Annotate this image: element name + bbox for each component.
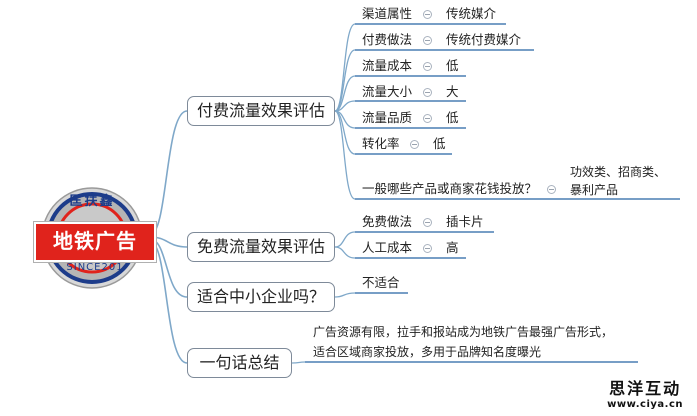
separator-dot [423,114,432,123]
leaf-paid-method-key: 付费做法 [362,32,413,47]
separator-dot [423,218,432,227]
connector-leaf-1-7 [334,110,356,200]
connector-leaf-1-6 [334,110,356,155]
leaf-labor-cost-value: 高 [446,240,459,255]
leaf-advertisers-value-line1: 功效类、招商类、 [570,165,667,179]
logo-top-text: 匡扶鑫 [69,194,115,209]
connector-leaf-4-1 [291,361,306,364]
leaf-conversion-key: 转化率 [362,136,400,151]
leaf-traffic-volume-key: 流量大小 [362,84,413,99]
connector-leaf-2-2 [334,246,356,259]
leaf-traffic-quality-key: 流量品质 [362,110,413,125]
watermark-url: www.ciya.cn [607,399,683,410]
connector-leaf-1-1 [334,23,356,112]
leaf-advertisers-value-line2: 暴利产品 [570,183,619,197]
leaf-paid-method-value: 传统付费媒介 [446,32,522,47]
central-topic[interactable]: 地铁广告 [34,222,156,262]
leaf-not-suitable: 不适合 [362,275,400,290]
branch-free-traffic[interactable]: 免费流量效果评估 [187,232,335,262]
summary-line-2: 适合区域商家投放，多用于品牌知名度曝光 [313,345,542,359]
separator-dot [423,62,432,71]
leaf-traffic-quality-value: 低 [446,110,459,125]
leaf-underlines [305,23,680,363]
leaf-conversion-value: 低 [433,136,446,151]
leaf-free-method-key: 免费做法 [362,214,413,229]
leaf-traffic-cost-value: 低 [446,58,459,73]
summary-line-1: 广告资源有限，拉手和报站成为地铁广告最强广告形式， [313,325,614,339]
leaf-labor-cost-key: 人工成本 [362,240,413,255]
connector-leaf-3-1 [334,292,356,298]
branch-paid-traffic[interactable]: 付费流量效果评估 [187,96,335,126]
connector-leaf-1-3 [334,75,356,112]
logo-bottom-text: SINCE201 [66,262,124,273]
connector-branch-1 [149,110,188,236]
separator-dot [410,140,419,149]
watermark-name: 思洋互动 [609,379,682,398]
leaf-advertisers-key: 一般哪些产品或商家花钱投放？ [362,181,538,196]
leaf-traffic-volume-value: 大 [446,84,459,99]
leaf-channel-attribute-value: 传统媒介 [446,6,497,21]
separator-dot [423,10,432,19]
separator-dot [423,244,432,253]
connector-leaf-2-1 [334,231,356,248]
separator-dot [423,36,432,45]
leaf-traffic-cost-key: 流量成本 [362,58,413,73]
watermark: 思洋互动 www.ciya.cn [607,375,683,410]
leaf-channel-attribute-key: 渠道属性 [362,6,413,21]
separator-dot [423,88,432,97]
branch-sme-fit[interactable]: 适合中小企业吗？ [187,282,335,312]
separator-dot [547,185,556,194]
branch-summary[interactable]: 一句话总结 [187,348,292,378]
leaf-free-method-value: 插卡片 [446,214,484,229]
